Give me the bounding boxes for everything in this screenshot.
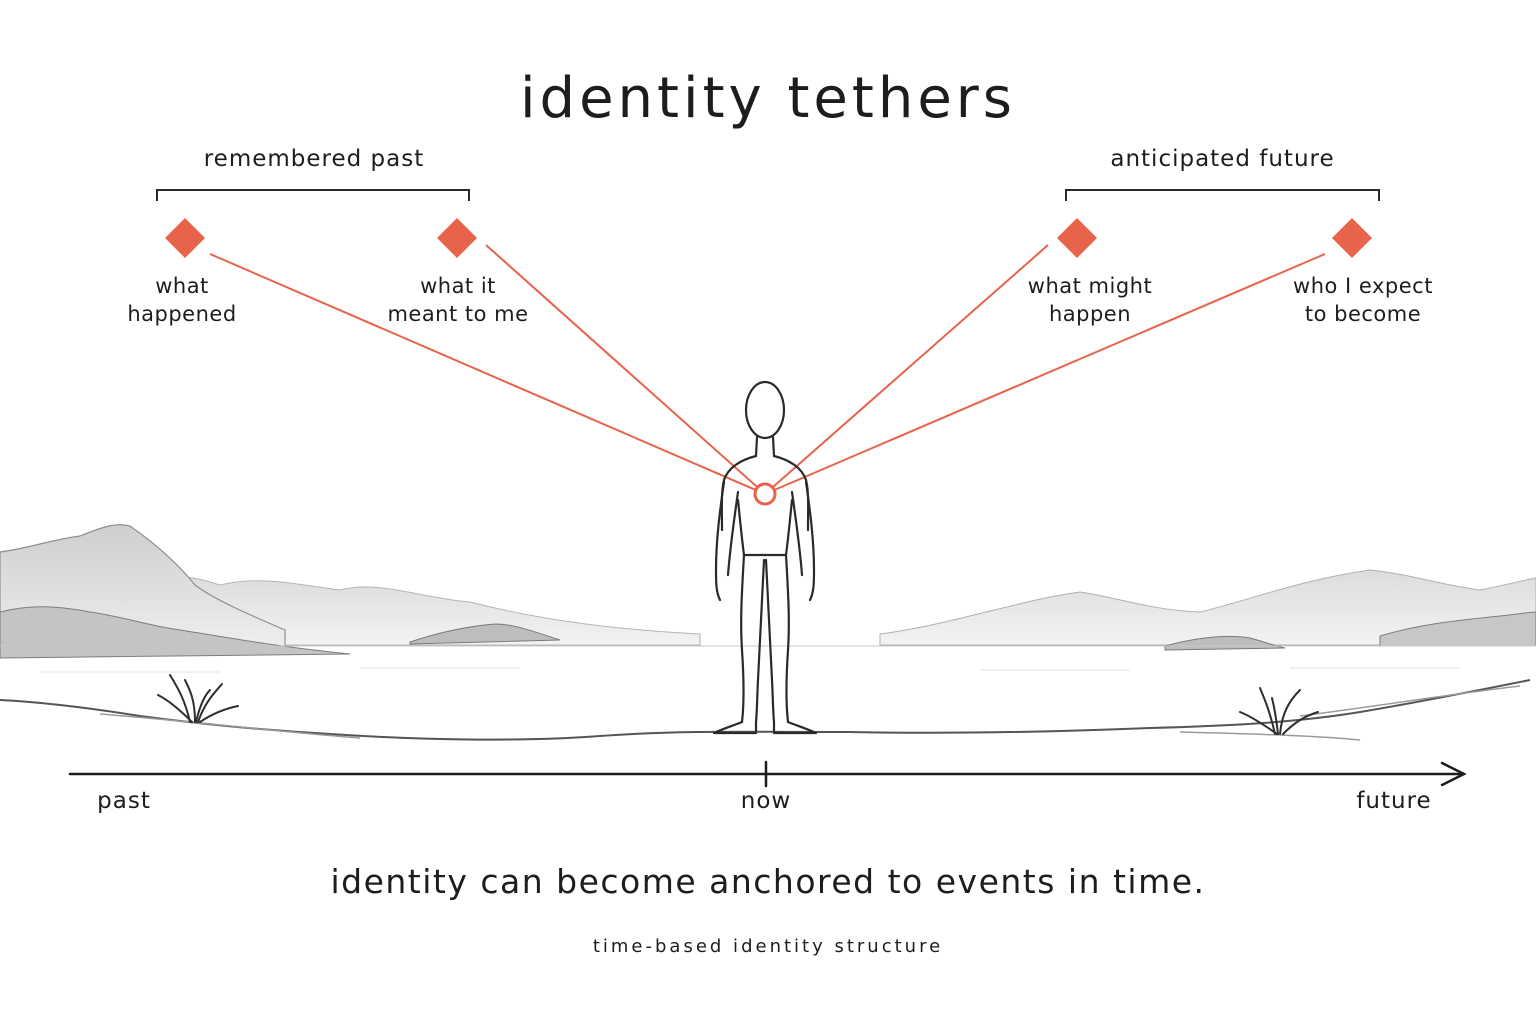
tether-node-who-i-expect xyxy=(1332,218,1372,258)
node-label-who-i-expect: who I expect to become xyxy=(1293,274,1433,326)
grass-tuft-right xyxy=(1239,687,1319,735)
tether-line-what-might-happen xyxy=(764,244,1049,495)
identity-anchor-ring xyxy=(753,482,777,506)
bracket-anticipated-future xyxy=(1065,189,1380,201)
node-label-what-happened: what happened xyxy=(127,274,237,326)
tether-nodes xyxy=(165,218,1372,258)
person-figure xyxy=(712,380,818,735)
island-right xyxy=(1164,635,1286,651)
tether-line-what-happened xyxy=(209,253,766,495)
grass-tuft-left xyxy=(157,674,239,723)
person-left-leg xyxy=(740,553,766,724)
person-torso xyxy=(720,454,810,532)
person-neck xyxy=(754,435,776,458)
group-label-anticipated-future: anticipated future xyxy=(1110,146,1335,172)
shore-scrub-left xyxy=(0,606,351,659)
person-left-arm xyxy=(714,480,740,602)
bracket-remembered-past xyxy=(156,189,470,201)
tether-lines xyxy=(209,244,1326,495)
diagram-caption: identity can become anchored to events i… xyxy=(330,862,1206,901)
node-label-what-might-happen: what might happen xyxy=(1027,274,1153,326)
far-hills-right xyxy=(879,569,1536,646)
timeline-axis xyxy=(68,760,1467,788)
ground-near-shade xyxy=(99,685,1521,741)
timeline-label-now: now xyxy=(740,788,792,814)
water-strokes xyxy=(40,667,1460,673)
tether-node-what-might-happen xyxy=(1057,218,1097,258)
group-brackets xyxy=(156,189,1380,201)
person-feet xyxy=(712,720,818,735)
diagram-subcaption: time-based identity structure xyxy=(592,936,944,957)
timeline-label-future: future xyxy=(1356,788,1432,814)
tether-node-what-happened xyxy=(165,218,205,258)
page-title: identity tethers xyxy=(520,66,1016,131)
landscape xyxy=(0,524,1536,741)
tether-line-what-it-meant xyxy=(485,244,766,495)
person-hips xyxy=(736,498,794,557)
timeline-arrowhead xyxy=(1440,761,1467,787)
person-head xyxy=(744,380,786,440)
timeline-label-past: past xyxy=(97,788,151,814)
node-label-what-it-meant: what it meant to me xyxy=(387,274,529,326)
group-label-remembered-past: remembered past xyxy=(203,146,425,172)
person-right-arm xyxy=(790,480,816,602)
island-left xyxy=(409,623,561,645)
tether-line-who-i-expect xyxy=(764,253,1326,495)
ground-near xyxy=(0,679,1531,741)
shore-scrub-right xyxy=(1379,611,1536,647)
tether-node-what-it-meant xyxy=(437,218,477,258)
person-right-leg xyxy=(764,553,790,724)
